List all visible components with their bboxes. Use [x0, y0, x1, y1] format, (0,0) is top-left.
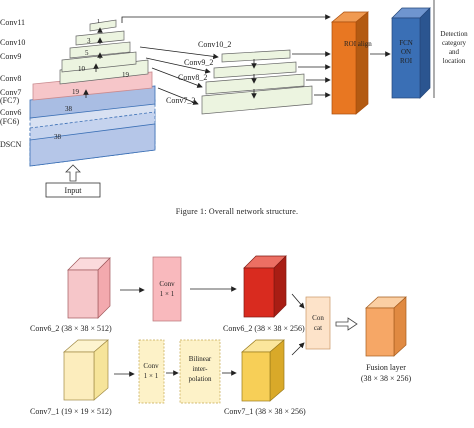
label-fusion-size: (38 × 38 × 256) [361, 374, 412, 383]
label-conv11: Conv11 [0, 18, 25, 27]
arrow-conv6-out-to-concat [291, 293, 305, 309]
label-fcn-roi: ROI [400, 57, 413, 65]
label-detection: Detection [440, 30, 468, 38]
label-fusion-layer: Fusion layer [366, 363, 406, 372]
input-label: Input [65, 186, 83, 195]
figure1-network-structure: 38 38 19 19 10 5 3 1 Conv11 Co [0, 0, 468, 216]
conv10-layer [69, 41, 131, 59]
conv9_2-feature [213, 61, 297, 79]
label-fcn-on: ON [401, 48, 411, 56]
label-conv-top: Conv [159, 280, 175, 288]
label-dscn: DSCN [0, 140, 22, 149]
size-label-38-dscn: 38 [54, 133, 62, 141]
label-location: location [443, 57, 466, 65]
conv7_1-input-cube [63, 339, 109, 401]
label-concat-cat: cat [314, 324, 322, 332]
label-fc7: (FC7) [0, 96, 19, 105]
label-conv6_2-output: Conv6_2 (38 × 38 × 256) [223, 324, 305, 333]
label-conv-bottom-kernel: 1 × 1 [144, 372, 159, 380]
label-concat-con: Con [312, 314, 324, 322]
conv8_2-feature [205, 73, 305, 95]
fcn-on-roi-block [391, 7, 431, 99]
arrow-conv7-out-to-concat [291, 342, 305, 356]
top-1x1-layer [89, 19, 117, 32]
label-conv8_2: Conv8_2 [178, 73, 207, 82]
label-polation: polation [189, 375, 212, 383]
size-label-10-conv9: 10 [78, 65, 86, 73]
label-conv7_1-output: Conv7_1 (38 × 38 × 256) [224, 407, 306, 416]
label-conv7: Conv7 [0, 88, 21, 97]
roi-align-block [331, 11, 369, 115]
figure1-caption: Figure 1: Overall network structure. [176, 207, 299, 216]
label-and: and [449, 48, 460, 56]
label-fc6: (FC6) [0, 117, 19, 126]
label-category: category [442, 39, 467, 47]
size-label-38-conv6: 38 [65, 105, 73, 113]
label-fcn: FCN [399, 39, 413, 47]
size-label-19-conv8: 19 [122, 71, 130, 79]
label-roi-align: ROI align [344, 40, 372, 48]
size-label-3-conv11: 3 [87, 37, 91, 45]
conv6_2-input-cube [67, 257, 111, 319]
label-conv8: Conv8 [0, 74, 21, 83]
label-conv6: Conv6 [0, 108, 21, 117]
figure2-feature-fusion: Conv6_2 (38 × 38 × 512) Conv 1 × 1 Conv6… [30, 255, 412, 416]
fusion-layer-cube [365, 296, 407, 357]
conv9-layer [61, 51, 137, 73]
label-conv7_1-input: Conv7_1 (19 × 19 × 512) [30, 407, 112, 416]
conv6_2-output-cube [243, 255, 287, 318]
label-conv9_2: Conv9_2 [184, 58, 213, 67]
label-conv-top-kernel: 1 × 1 [160, 290, 175, 298]
label-conv9: Conv9 [0, 52, 21, 61]
conv10_2-feature [221, 49, 291, 63]
input-box [45, 182, 101, 198]
conv-1x1-bottom-box [138, 339, 165, 404]
conv7_2-feature [201, 85, 313, 115]
label-conv7_2: Conv7_2 [166, 96, 195, 105]
backbone-connections [121, 14, 331, 105]
conv7_1-output-cube [241, 339, 285, 402]
size-label-5-conv10: 5 [85, 49, 89, 57]
conv-1x1-top-box [152, 256, 182, 322]
label-bilinear: Bilinear [189, 355, 212, 363]
size-label-1-top: 1 [97, 19, 100, 25]
label-conv10_2: Conv10_2 [198, 40, 231, 49]
label-conv-bottom: Conv [143, 362, 159, 370]
label-conv10: Conv10 [0, 38, 25, 47]
label-inter: inter- [192, 365, 208, 373]
arrow-concat-to-fusion [335, 317, 358, 331]
layer-up-arrows [83, 27, 103, 98]
bilinear-interpolation-box [179, 339, 221, 404]
concat-box [305, 296, 331, 350]
label-conv6_2-input: Conv6_2 (38 × 38 × 512) [30, 324, 112, 333]
size-label-19-conv7: 19 [72, 88, 80, 96]
input-up-arrow [65, 164, 81, 182]
